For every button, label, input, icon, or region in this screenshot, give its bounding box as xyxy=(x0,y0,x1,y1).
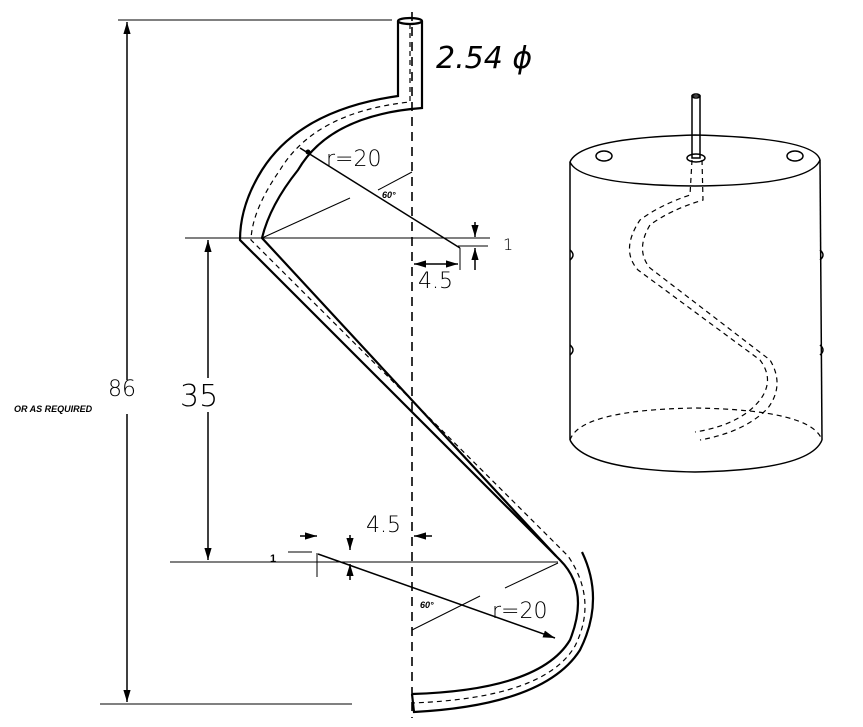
height-note-label: OR AS REQUIRED xyxy=(14,404,93,414)
height-total-label: 86 xyxy=(108,377,136,402)
s-tube xyxy=(238,16,595,714)
offset-bottom-h-label: 4.5 xyxy=(366,513,401,538)
drum-illustration xyxy=(569,93,824,473)
offset-bottom-v-label: 1 xyxy=(270,553,276,565)
height-mid-label: 35 xyxy=(180,379,218,414)
offset-top-v-label: 1 xyxy=(503,235,513,254)
angle-top-label: 60° xyxy=(382,190,396,200)
radius-bottom-label: r=20 xyxy=(492,599,547,624)
diameter-label: 2.54 ϕ xyxy=(436,41,532,76)
angle-bottom-label: 60° xyxy=(420,600,434,610)
radius-top-label: r=20 xyxy=(326,147,381,172)
offset-top-h-label: 4.5 xyxy=(418,269,453,294)
